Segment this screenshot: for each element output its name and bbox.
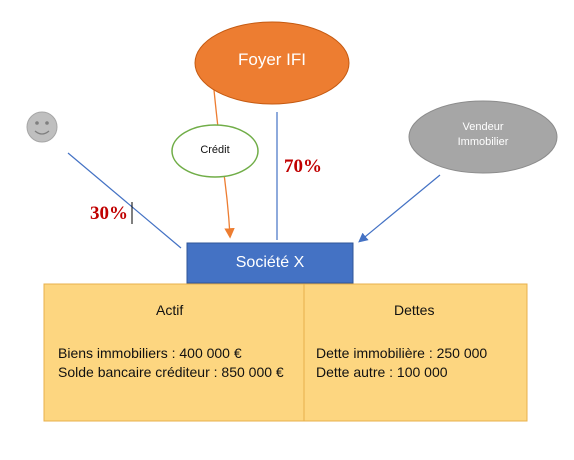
foyer-ifi-label: Foyer IFI: [237, 50, 306, 69]
actif-item: Biens immobiliers : 400 000 €: [58, 345, 242, 361]
dettes-item: Dette immobilière : 250 000: [316, 345, 488, 361]
person-ownership-line: [67, 152, 182, 249]
vendeur-arrow: [358, 174, 441, 243]
foyer-ifi-node: [194, 21, 350, 105]
foyer-share-label: 70%: [284, 156, 322, 177]
vendeur-label-line2: Immobilier: [457, 136, 509, 148]
dettes-panel: [303, 283, 528, 422]
actif-item: Solde bancaire créditeur : 850 000 €: [58, 364, 284, 380]
actif-panel: [43, 283, 305, 422]
smiley-face-icon: [26, 111, 58, 143]
vendeur-immobilier-node: [408, 100, 558, 174]
societe-x-node: [186, 242, 354, 284]
person-share-label: 30%: [90, 203, 128, 224]
actif-title: Actif: [156, 302, 184, 318]
vendeur-label-line1: Vendeur: [462, 121, 504, 133]
credit-label: Crédit: [200, 144, 230, 156]
dettes-item: Dette autre : 100 000: [316, 364, 448, 380]
dettes-title: Dettes: [394, 302, 435, 318]
credit-node: [171, 124, 259, 178]
societe-x-label: Société X: [235, 254, 305, 271]
